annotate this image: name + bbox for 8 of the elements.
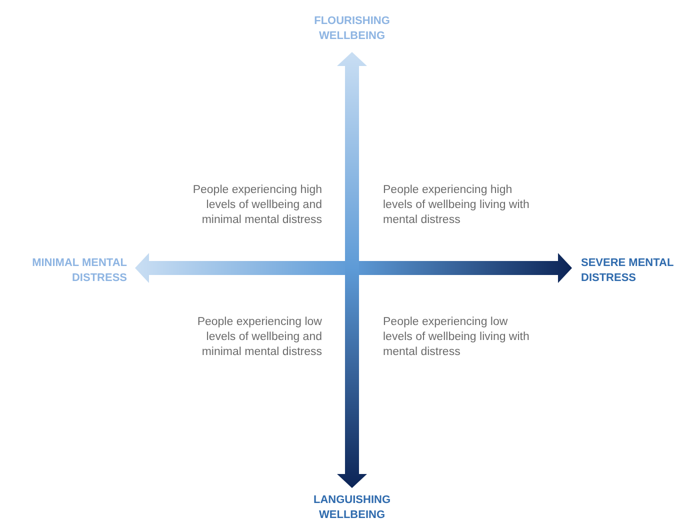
axis-label: SEVERE MENTAL DISTRESS — [581, 256, 674, 286]
quadrant-description: People experiencing low levels of wellbeing living with mental distress — [383, 315, 530, 360]
quadrant-description: People experiencing high levels of wellbeing living with mental distress — [383, 183, 530, 228]
axis-label: LANGUISHING WELLBEING — [312, 493, 392, 520]
quadrant-description: People experiencing low levels of wellbeing and minimal mental distress — [196, 315, 322, 360]
quadrant-description: People experiencing high levels of wellbeing and minimal mental distress — [192, 183, 322, 228]
axis-label: FLOURISHING WELLBEING — [313, 14, 391, 44]
axis-label: MINIMAL MENTAL DISTRESS — [31, 256, 127, 286]
